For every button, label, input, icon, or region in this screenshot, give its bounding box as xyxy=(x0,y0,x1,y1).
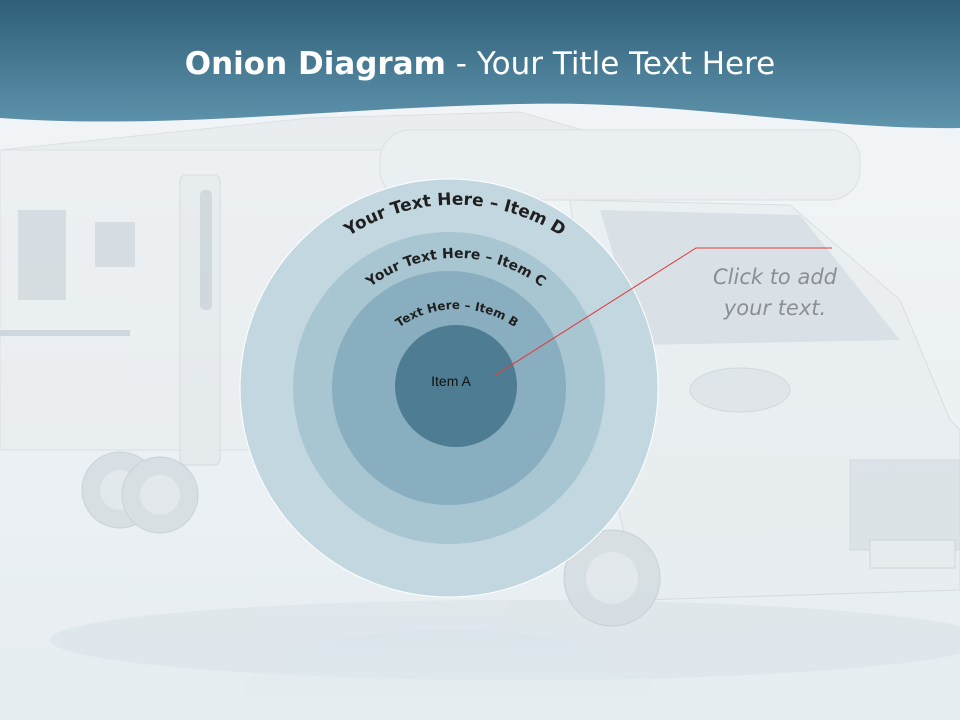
onion-layer-a[interactable] xyxy=(395,325,517,447)
slide-title[interactable]: Onion Diagram - Your Title Text Here xyxy=(0,46,960,82)
title-bold: Onion Diagram xyxy=(184,46,446,82)
motorhome-background-image xyxy=(0,111,960,680)
title-rest: - Your Title Text Here xyxy=(445,46,776,82)
layer-a-label: Item A xyxy=(431,373,471,389)
onion-diagram: Your Text Here – Item D Your Text Here –… xyxy=(239,178,659,598)
header-banner xyxy=(0,0,960,129)
callout-line xyxy=(493,247,832,377)
onion-reflection xyxy=(244,630,654,720)
callout-placeholder-text[interactable]: Click to add your text. xyxy=(712,265,837,320)
